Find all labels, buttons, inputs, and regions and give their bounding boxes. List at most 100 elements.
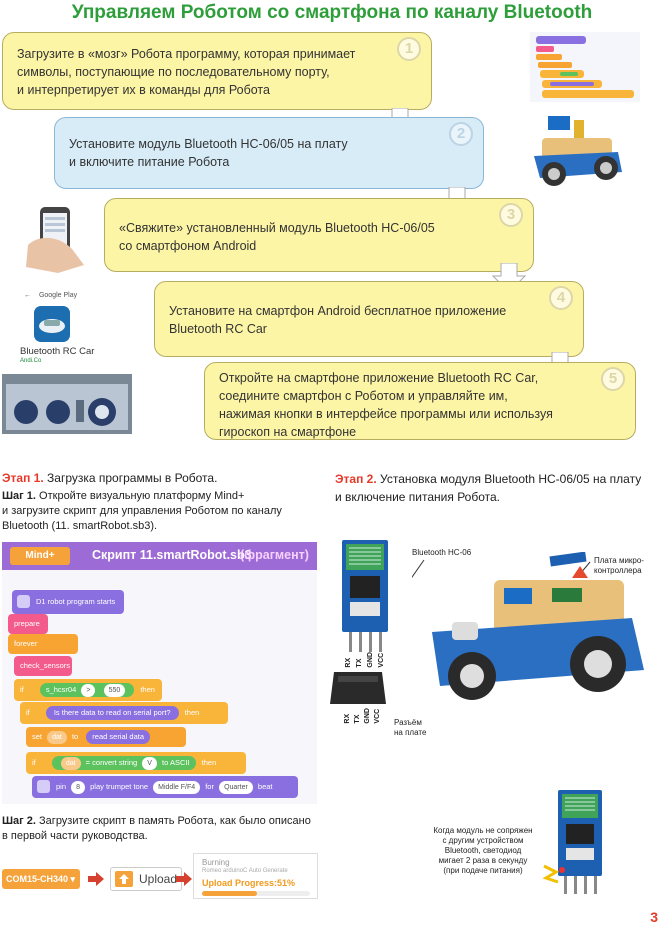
store-name: Google Play	[38, 292, 78, 299]
var-dat: dat	[47, 731, 67, 744]
pin-tx: TX	[355, 658, 363, 668]
connector-label-line: Разъём	[394, 718, 422, 727]
ascii-label: to ASCII	[162, 758, 190, 767]
serial-condition: Is there data to read on serial port?	[45, 706, 179, 720]
robot-car-illustration	[534, 116, 622, 186]
app-developer: Andi.Co	[20, 358, 42, 364]
step-5-line: Откройте на смартфоне приложение Bluetoo…	[219, 371, 539, 385]
if-label: if	[20, 685, 24, 694]
operator-gt: >	[81, 684, 96, 697]
connector-label: Разъём на плате	[394, 718, 426, 738]
block-if-convert[interactable]: if dat = convert string V to ASCII then	[26, 752, 246, 774]
connector-illustration	[330, 672, 386, 704]
play-label: play trumpet tone	[90, 782, 149, 791]
set-label: set	[32, 732, 43, 741]
then-label: then	[184, 708, 200, 717]
step-1-line: символы, поступающие по последовательном…	[17, 65, 330, 79]
stage-1-step-2: Шаг 2. Загрузите скрипт в память Робота,…	[2, 814, 311, 844]
bluetooth-module-illustration	[342, 540, 388, 652]
com-port-value: COM15-CH340	[6, 874, 69, 884]
robot-assembly-illustration	[412, 552, 644, 700]
stage-2-label: Этап 2.	[335, 472, 377, 486]
step-box-2: Установите модуль Bluetooth HC-06/05 на …	[54, 117, 484, 189]
pin-labels-top: RX TX GND VCC	[343, 652, 387, 668]
back-arrow-icon: ←	[24, 292, 31, 299]
board-label: Плата микро- контроллера	[594, 556, 644, 576]
led-note-line: Когда модуль не сопряжен	[433, 826, 533, 835]
pin-tx: TX	[354, 714, 361, 724]
block-prepare[interactable]: prepare	[8, 614, 48, 634]
step-2-text: Загрузите скрипт в память Робота, как бы…	[35, 815, 311, 827]
pin-gnd: GND	[366, 652, 374, 668]
step-number-3: 3	[499, 203, 523, 227]
step-box-5: Откройте на смартфоне приложение Bluetoo…	[204, 362, 636, 440]
step-number-2: 2	[449, 122, 473, 146]
step-1-line: Загрузите в «мозг» Робота программу, кот…	[17, 47, 356, 61]
var-hcsr04: s_hcsr04	[45, 685, 77, 694]
stage-2-text: Установка модуля Bluetooth HC-06/05 на п…	[376, 472, 642, 486]
step-3-line: «Свяжите» установленный модуль Bluetooth…	[119, 221, 435, 235]
equals-label: =	[85, 758, 91, 767]
block-if-serial[interactable]: if Is there data to read on serial port?…	[20, 702, 228, 724]
then-label: then	[201, 758, 217, 767]
hc06-label: Bluetooth HC-06	[412, 548, 472, 557]
google-play-header: ← Google Play	[24, 292, 77, 299]
pin-value: 8	[71, 781, 86, 794]
stage-1-step-1: Шаг 1. Откройте визуальную платформу Min…	[2, 489, 282, 534]
to-label: to	[71, 732, 79, 741]
connector-label-line: на плате	[394, 728, 427, 737]
step-number-4: 4	[549, 286, 573, 310]
upload-icon	[115, 871, 133, 887]
pin-gnd: GND	[364, 708, 371, 724]
stage-1-label: Этап 1.	[2, 471, 44, 485]
step-2-line: Установите модуль Bluetooth HC-06/05 на …	[69, 137, 348, 151]
led-note: Когда модуль не сопряжен с другим устрой…	[428, 826, 538, 876]
pin-vcc: VCC	[377, 652, 385, 668]
char-v: V	[142, 757, 157, 770]
step-2-line-2: в первой части руководства.	[2, 830, 148, 842]
phone-hand-illustration	[26, 207, 84, 273]
block-program-start[interactable]: D1 robot program starts	[12, 590, 124, 614]
pin-vcc: VCC	[374, 708, 381, 724]
block-play-tone[interactable]: pin 8 play trumpet tone Middle F/F4 for …	[32, 776, 298, 798]
value-550: 550	[103, 684, 126, 697]
step-1-label: Шаг 1.	[2, 490, 36, 502]
upload-progress-text: Upload Progress:51%	[202, 878, 296, 888]
for-label: for	[205, 782, 214, 791]
step-3-line: со смартфоном Android	[119, 239, 257, 253]
step-number-5: 5	[601, 367, 625, 391]
step-number-1: 1	[397, 37, 421, 61]
arrow-right-icon	[88, 872, 104, 886]
block-forever[interactable]: forever	[8, 634, 78, 654]
stage-2-heading: Этап 2. Установка модуля Bluetooth HC-06…	[335, 470, 641, 506]
convert-label: convert string	[92, 758, 138, 767]
com-port-select[interactable]: COM15-CH340 ▾	[2, 869, 80, 889]
stage-1-heading: Этап 1. Загрузка программы в Робота.	[2, 470, 217, 487]
block-set-dat[interactable]: set dat to read serial data	[26, 727, 186, 747]
app-icon	[34, 306, 70, 342]
script-header: Mind+ Скрипт 11.smartRobot.sb3 (фрагмент…	[2, 542, 317, 570]
block-start-label: D1 robot program starts	[36, 597, 116, 606]
step-2-line: и включите питание Робота	[69, 155, 230, 169]
upload-button[interactable]: Upload	[110, 867, 182, 891]
led-note-line: мигает 2 раза в секунду	[438, 856, 528, 865]
led-note-line: с другим устройством	[442, 836, 524, 845]
step-box-4: Установите на смартфон Android бесплатно…	[154, 281, 584, 357]
step-2-label: Шаг 2.	[2, 815, 36, 827]
distance-condition: s_hcsr04 > 550	[39, 683, 135, 697]
block-forever-label: forever	[14, 639, 38, 648]
page-title: Управляем Роботом со смартфона по каналу…	[71, 2, 593, 23]
step-1-text: Откройте визуальную платформу Mind+	[35, 490, 245, 502]
block-if-distance[interactable]: if s_hcsr04 > 550 then	[14, 679, 162, 701]
led-note-line: Bluetooth, светодиод	[444, 846, 522, 855]
page-number: 3	[650, 909, 658, 925]
board-label-line: Плата микро-	[594, 556, 644, 565]
progress-fill	[202, 891, 258, 896]
step-1-line-2: и загрузите скрипт для управления Робото…	[2, 505, 282, 517]
step-4-line: Установите на смартфон Android бесплатно…	[169, 304, 507, 318]
block-prepare-label: prepare	[14, 619, 40, 628]
led-note-line: (при подаче питания)	[443, 866, 523, 875]
scratch-code-thumbnail	[530, 32, 640, 102]
block-check-sensors[interactable]: check_sensors	[14, 656, 72, 676]
stage-2-line-2: и включение питания Робота.	[335, 490, 500, 504]
